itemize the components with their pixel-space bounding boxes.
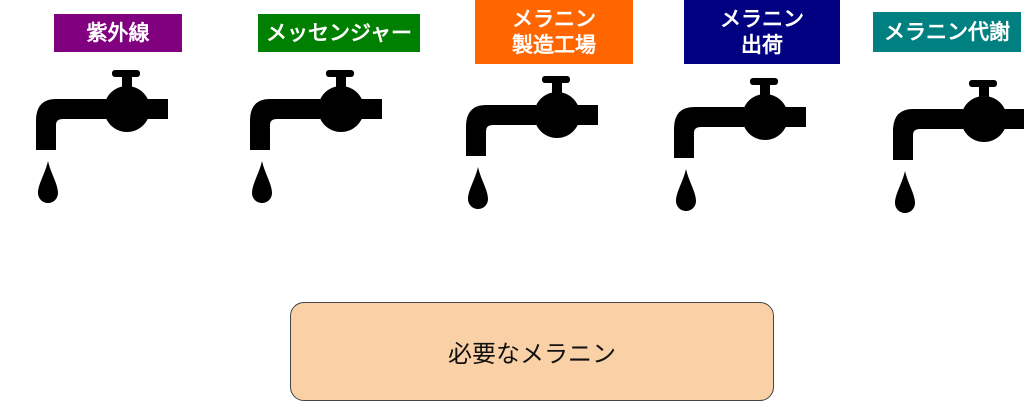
label-melanin-shipping: メラニン 出荷 [684,0,840,64]
faucet-melanin-metabolism [893,76,1024,221]
label-melanin-shipping-line1: メラニン [720,6,804,31]
label-messenger: メッセンジャー [258,14,420,52]
required-melanin-box: 必要なメラニン [290,302,774,401]
water-drop-icon [676,169,696,211]
faucet-melanin-factory [466,72,601,217]
label-melanin-metabolism: メラニン代謝 [873,12,1021,52]
faucet-melanin-shipping [674,74,809,219]
faucet-icon [466,76,598,209]
water-drop-icon [38,161,58,203]
label-uv: 紫外線 [54,14,182,52]
label-melanin-shipping-line2: 出荷 [741,33,783,57]
faucet-uv [36,66,171,211]
required-melanin-label: 必要なメラニン [448,340,616,368]
label-melanin-metabolism-text: メラニン代謝 [884,19,1010,44]
label-melanin-factory: メラニン 製造工場 [475,0,633,64]
faucet-icon [36,70,168,203]
label-melanin-factory-line2: 製造工場 [512,33,596,57]
faucet-icon [893,80,1024,213]
water-drop-icon [468,167,488,209]
label-melanin-factory-line1: メラニン [512,6,596,31]
label-messenger-text: メッセンジャー [266,20,412,45]
water-drop-icon [252,161,272,203]
faucet-messenger [250,66,385,211]
label-uv-text: 紫外線 [86,20,150,45]
faucet-icon [250,70,382,203]
water-drop-icon [895,171,915,213]
faucet-icon [674,78,806,211]
